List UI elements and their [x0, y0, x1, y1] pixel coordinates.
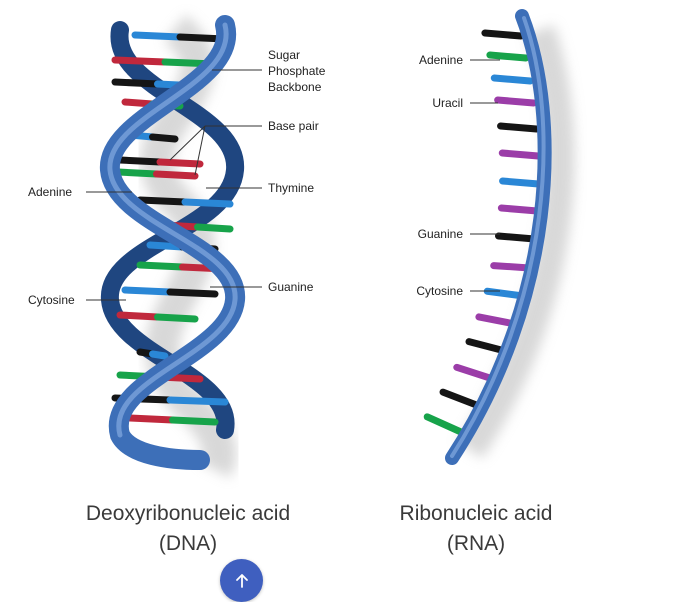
- rna-base-adenine: [423, 413, 467, 437]
- guanine-label: Guanine: [268, 280, 314, 294]
- rna-base-uracil: [453, 363, 497, 383]
- dna-base-thymine: [156, 158, 204, 168]
- thymine-label: Thymine: [268, 181, 314, 195]
- scroll-to-top-button[interactable]: [220, 559, 263, 602]
- dna-base-thymine: [126, 414, 176, 424]
- base-pair-leader-b: [194, 125, 206, 176]
- rna-base-uracil: [475, 313, 519, 328]
- rna-guanine-label: Guanine: [418, 227, 464, 241]
- dna-base-guanine: [111, 78, 161, 88]
- rna-base-uracil: [490, 262, 534, 272]
- dna-caption-line-1: Deoxyribonucleic acid: [86, 502, 290, 525]
- rna-caption-line-1: Ribonucleic acid: [400, 502, 553, 525]
- rna-base-guanine: [497, 122, 541, 133]
- base-pair-label: Base pair: [268, 119, 319, 133]
- arrow-up-icon: [235, 573, 248, 588]
- dna-base-cytosine: [121, 286, 174, 296]
- dna-cytosine-label: Cytosine: [28, 293, 75, 307]
- rna-adenine-label: Adenine: [419, 53, 463, 67]
- dna-base-guanine: [116, 156, 164, 166]
- dna-adenine-label: Adenine: [28, 185, 72, 199]
- dna-helix: [100, 14, 245, 478]
- rna-cytosine-label: Cytosine: [416, 284, 463, 298]
- rna-base-guanine: [439, 388, 483, 410]
- sugar-label-line-1: Sugar: [268, 48, 300, 62]
- dna-base-thymine: [153, 170, 199, 180]
- rna-base-cytosine: [483, 287, 527, 300]
- rna-caption-line-2: (RNA): [447, 532, 505, 555]
- rna-base-cytosine: [490, 74, 534, 85]
- rna-base-cytosine: [499, 177, 543, 188]
- base-pair-leader-a: [169, 125, 206, 161]
- dna-base-adenine: [169, 416, 219, 426]
- dna-base-thymine: [111, 56, 169, 66]
- sugar-label-line-3: Backbone: [268, 80, 322, 94]
- dna-base-guanine: [166, 288, 219, 298]
- dna-base-cytosine: [131, 31, 184, 41]
- rna-bases: [423, 29, 543, 437]
- dna-base-adenine: [194, 223, 234, 233]
- rna-base-guanine: [481, 29, 525, 40]
- dna-base-adenine: [154, 313, 199, 323]
- dna-base-adenine: [114, 168, 160, 178]
- dna-base-cytosine: [149, 350, 169, 360]
- rna-base-adenine: [486, 51, 530, 62]
- rna-base-uracil: [494, 96, 538, 107]
- dna-base-guanine: [149, 133, 179, 143]
- dna-caption-line-2: (DNA): [159, 532, 217, 555]
- rna-base-uracil: [497, 204, 541, 215]
- rna-strand: [423, 9, 575, 465]
- dna-base-cytosine: [166, 396, 229, 406]
- uracil-label: Uracil: [432, 96, 463, 110]
- dna-base-adenine: [136, 261, 186, 271]
- rna-base-guanine: [465, 338, 509, 355]
- dna-base-guanine: [136, 196, 189, 206]
- sugar-label-line-2: Phosphate: [268, 64, 326, 78]
- dna-base-thymine: [121, 98, 156, 108]
- dna-base-cytosine: [181, 198, 234, 208]
- rna-base-guanine: [494, 232, 538, 243]
- dna-base-thymine: [116, 311, 161, 321]
- rna-base-uracil: [498, 149, 542, 160]
